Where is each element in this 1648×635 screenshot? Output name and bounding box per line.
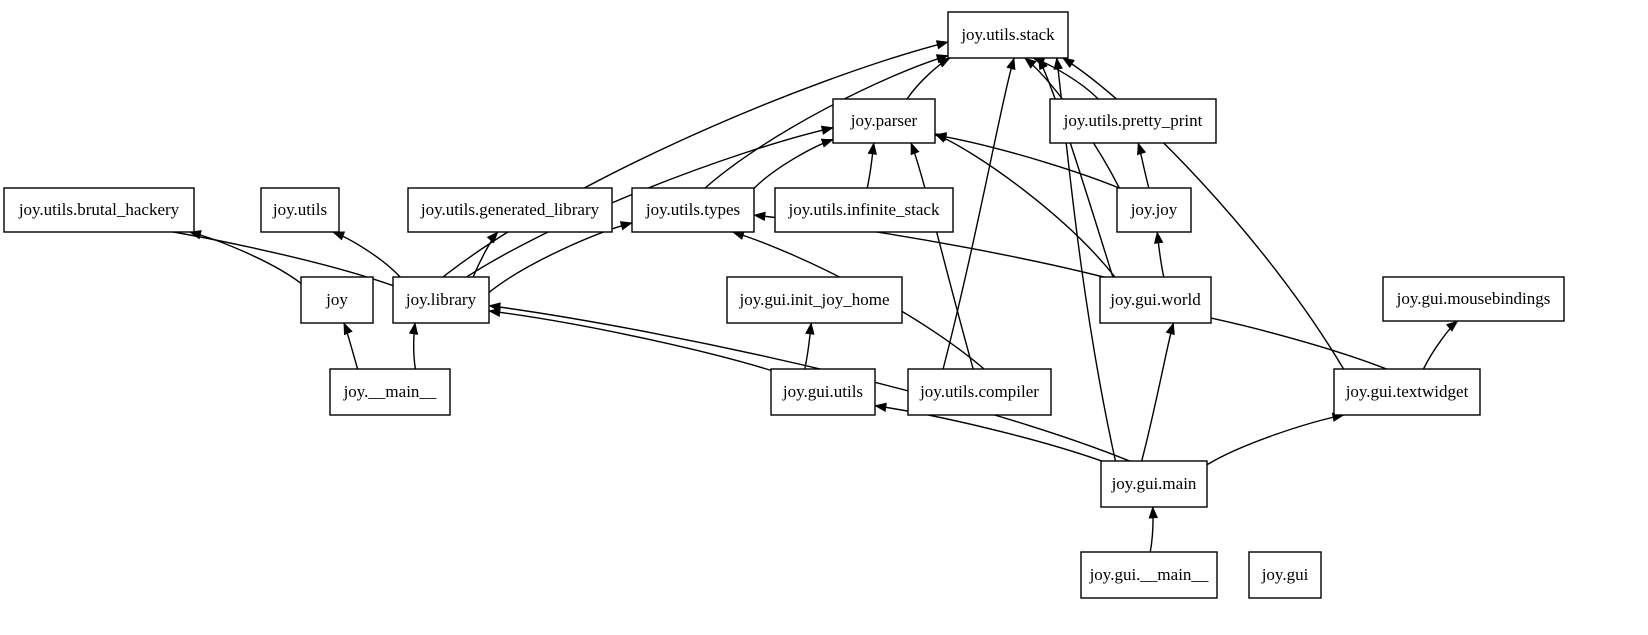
graph-node-joy-library[interactable]: joy.library (392, 276, 490, 324)
node-box (774, 187, 954, 233)
graph-edge (934, 133, 1116, 278)
graph-edge (423, 41, 949, 294)
graph-node-joy-utils-compiler[interactable]: joy.utils.compiler (907, 368, 1052, 416)
graph-edge (1062, 57, 1345, 370)
graph-node-joy-gui---main--[interactable]: joy.gui.__main__ (1080, 551, 1218, 599)
edge-arrowhead (1153, 231, 1164, 244)
edge-arrowhead (488, 302, 501, 312)
edge-arrowhead (935, 54, 949, 64)
edge-arrowhead (820, 138, 834, 148)
graph-node-joy-utils-infinite-stack[interactable]: joy.utils.infinite_stack (774, 187, 954, 233)
graph-node-joy-utils-generated-library[interactable]: joy.utils.generated_library (407, 187, 613, 233)
node-box (832, 98, 936, 144)
edge-arrowhead (1038, 57, 1048, 71)
edge-arrowhead (910, 142, 920, 156)
node-box (1248, 551, 1322, 599)
edge-arrowhead (619, 221, 633, 231)
edge-arrowhead (1053, 57, 1063, 70)
graph-edge (874, 405, 1137, 476)
graph-edge (488, 222, 633, 293)
edge-arrowhead (753, 211, 766, 222)
graph-node-joy-gui-textwidget[interactable]: joy.gui.textwidget (1333, 368, 1481, 416)
edge-arrowhead (1006, 57, 1016, 71)
edge-arrowhead (1024, 57, 1037, 69)
edge-arrowhead (1148, 506, 1159, 519)
node-box (1382, 276, 1565, 322)
node-box (1080, 551, 1218, 599)
graph-node-joy-utils-pretty-print[interactable]: joy.utils.pretty_print (1049, 98, 1217, 144)
edge-arrowhead (935, 40, 949, 50)
node-box (1049, 98, 1217, 144)
node-box (631, 187, 755, 233)
graph-node-joy---main--[interactable]: joy.__main__ (329, 368, 451, 416)
graph-node-joy-utils-types[interactable]: joy.utils.types (631, 187, 755, 233)
edge-arrowhead (408, 322, 419, 335)
node-box (407, 187, 613, 233)
node-box (392, 276, 490, 324)
graph-edge (910, 142, 974, 370)
edge-arrowhead (1137, 142, 1147, 156)
graph-node-joy[interactable]: joy (300, 276, 374, 324)
graph-node-joy-utils-stack[interactable]: joy.utils.stack (947, 11, 1069, 59)
node-box (1100, 460, 1208, 508)
node-box (1099, 276, 1212, 324)
edge-arrowhead (805, 322, 815, 335)
node-box (726, 276, 903, 324)
edge-arrowhead (332, 231, 346, 241)
graph-edge (1055, 57, 1117, 462)
node-box (770, 368, 876, 416)
graph-edge (942, 57, 1015, 370)
edge-arrowhead (486, 231, 499, 244)
node-box (3, 187, 195, 233)
graph-node-joy-utils[interactable]: joy.utils (260, 187, 340, 233)
graph-edge (189, 231, 302, 284)
node-box (300, 276, 374, 324)
graph-edge (1206, 414, 1344, 466)
edge-arrowhead (1062, 57, 1075, 69)
node-box (1333, 368, 1481, 416)
graph-node-joy-gui-init-joy-home[interactable]: joy.gui.init_joy_home (726, 276, 903, 324)
node-box (260, 187, 340, 233)
edge-arrowhead (1165, 322, 1175, 336)
graph-node-joy-joy[interactable]: joy.joy (1116, 187, 1192, 233)
graph-node-joy-parser[interactable]: joy.parser (832, 98, 936, 144)
graph-node-joy-gui[interactable]: joy.gui (1248, 551, 1322, 599)
node-box (329, 368, 451, 416)
graph-node-joy-utils-brutal-hackery[interactable]: joy.utils.brutal_hackery (3, 187, 195, 233)
graph-node-joy-gui-utils[interactable]: joy.gui.utils (770, 368, 876, 416)
edge-arrowhead (820, 125, 834, 135)
edge-arrowhead (934, 133, 948, 143)
graph-node-joy-gui-mousebindings[interactable]: joy.gui.mousebindings (1382, 276, 1565, 322)
node-box (907, 368, 1052, 416)
edge-arrowhead (1446, 320, 1459, 332)
edge-arrowhead (343, 322, 353, 336)
graph-node-joy-gui-world[interactable]: joy.gui.world (1099, 276, 1212, 324)
node-box (947, 11, 1069, 59)
graph-edge (1037, 57, 1114, 278)
edge-arrowhead (874, 402, 887, 413)
node-box (1116, 187, 1192, 233)
graph-edge (701, 54, 949, 192)
graph-edge (1141, 322, 1175, 462)
graph-node-joy-gui-main[interactable]: joy.gui.main (1100, 460, 1208, 508)
edge-arrowhead (867, 142, 877, 155)
